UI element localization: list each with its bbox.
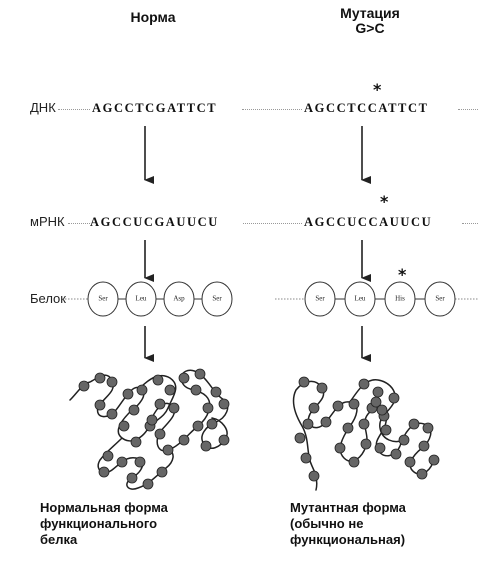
mutation-marker-dna: * [373, 80, 382, 99]
mutant-fold-residues [294, 376, 440, 482]
normal-folded-protein [69, 368, 230, 490]
mutant-column-title: Мутация G>C [330, 6, 410, 36]
mutant-aa-1: Ser [304, 281, 336, 317]
normal-aa-4: Ser [201, 281, 233, 317]
mutant-title-line2: G>C [355, 20, 385, 36]
mrna-leader-middle [243, 223, 302, 224]
mrna-leader-left [68, 223, 90, 224]
mutant-aa-3-mutated: His [384, 281, 416, 317]
normal-caption-line-2: функционального [40, 516, 158, 531]
mutant-amino-acid-chain: Ser Leu His Ser [275, 281, 478, 317]
normal-aa-2-label: Leu [136, 295, 147, 303]
row-label-dna: ДНК [30, 100, 56, 115]
normal-caption-line-1: Нормальная форма [40, 500, 168, 515]
normal-aa-4-label: Ser [212, 295, 222, 303]
mutant-caption: Мутантная форма (обычно не функциональна… [290, 500, 470, 548]
normal-aa-1: Ser [87, 281, 119, 317]
normal-aa-3-label: Asp [173, 295, 185, 303]
row-label-mrna: мРНК [30, 214, 65, 229]
mutant-aa-4: Ser [424, 281, 456, 317]
row-label-protein: Белок [30, 291, 66, 306]
mutant-aa-1-label: Ser [315, 295, 325, 303]
normal-caption-line-3: белка [40, 532, 78, 547]
normal-aa-3: Asp [163, 281, 195, 317]
normal-fold-residues [78, 368, 230, 490]
mutation-marker-protein: * [398, 265, 407, 284]
mutant-folded-protein [292, 376, 440, 491]
normal-dna-sequence: AGCCTCGATTCT [92, 101, 218, 115]
mutant-title-line1: Мутация [340, 5, 400, 21]
mutant-aa-2: Leu [344, 281, 376, 317]
mutant-aa-4-label: Ser [435, 295, 445, 303]
mutant-caption-line-3: функциональная) [290, 532, 406, 547]
mutant-dna-sequence: AGCCTCCATTCT [304, 101, 429, 115]
mutant-aa-3-label: His [395, 295, 405, 303]
dna-leader-left [58, 109, 90, 110]
dna-leader-right [458, 109, 478, 110]
mutant-caption-line-2: (обычно не [290, 516, 364, 531]
mutant-aa-2-label: Leu [355, 295, 366, 303]
dna-leader-middle [242, 109, 302, 110]
normal-mrna-sequence: AGCCUCGAUUCU [90, 215, 219, 229]
normal-amino-acid-chain: Ser Leu Asp Ser [62, 281, 233, 317]
mutant-mrna-sequence: AGCCUCCAUUCU [304, 215, 433, 229]
mutant-caption-line-1: Мутантная форма [290, 500, 406, 515]
mutation-marker-mrna: * [380, 192, 389, 211]
mrna-leader-right [462, 223, 478, 224]
normal-aa-2: Leu [125, 281, 157, 317]
normal-aa-1-label: Ser [98, 295, 108, 303]
normal-caption: Нормальная форма функционального белка [40, 500, 210, 548]
normal-column-title: Норма [130, 9, 176, 25]
